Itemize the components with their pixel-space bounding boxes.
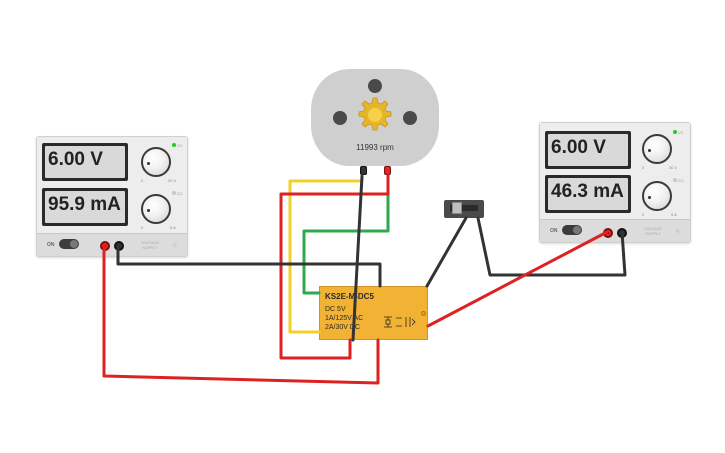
current-display: 46.3 mA: [545, 175, 631, 213]
current-readout: 46.3 mA: [551, 181, 624, 202]
voltage-knob-min-label: 0: [141, 178, 144, 183]
voltage-readout: 6.00 V: [48, 149, 103, 170]
brand-label: VOLTAGE SUPPLY: [643, 226, 663, 236]
positive-terminal[interactable]: [603, 228, 613, 238]
current-knob-max-label: 5 A: [170, 225, 176, 230]
slide-switch[interactable]: [444, 200, 484, 218]
bolt-icon: [172, 241, 178, 250]
power-supply-right[interactable]: 6.00 V 46.3 mA 0 30 V 0 5 A VC CC ON VOL…: [539, 122, 691, 243]
power-supply-left[interactable]: 6.00 V 95.9 mA 0 30 V 0 5 A VC CC ON VOL…: [36, 136, 188, 257]
power-toggle[interactable]: [562, 225, 582, 235]
psu-bottom-strip: ON VOLTAGE SUPPLY: [540, 220, 690, 242]
current-display: 95.9 mA: [42, 188, 128, 226]
motor-terminal-negative[interactable]: [360, 166, 367, 175]
wire-red-right-psu: [426, 230, 609, 328]
vc-led-label: VC: [177, 143, 183, 148]
wire-green: [302, 174, 390, 295]
voltage-readout: 6.00 V: [551, 137, 606, 158]
motor-screw-top: [368, 79, 382, 93]
wire-black-switch: [425, 216, 468, 288]
power-toggle[interactable]: [59, 239, 79, 249]
cc-led-label: CC: [177, 191, 183, 196]
vc-led-label: VC: [678, 130, 684, 135]
relay-schematic-icon: [384, 316, 416, 328]
cc-led-label: CC: [678, 178, 684, 183]
negative-terminal[interactable]: [114, 241, 124, 251]
current-readout: 95.9 mA: [48, 194, 121, 215]
relay-pin1-marker: [421, 311, 426, 316]
current-knob-min-label: 0: [642, 212, 645, 217]
slide-switch-lever[interactable]: [452, 202, 462, 214]
negative-terminal[interactable]: [617, 228, 627, 238]
relay-spec-dc: 2A/30V DC: [325, 324, 361, 331]
relay-part-number: KS2E-M-DC5: [325, 292, 374, 301]
relay-spec-coil: DC 5V: [325, 306, 346, 313]
dc-motor[interactable]: 11993 rpm: [311, 69, 439, 175]
relay-module[interactable]: KS2E-M-DC5 DC 5V 1A/125V AC 2A/30V DC: [319, 286, 428, 340]
motor-terminal-positive[interactable]: [384, 166, 391, 175]
current-knob[interactable]: [141, 194, 171, 224]
on-label: ON: [47, 242, 55, 248]
gear-icon: [358, 97, 392, 131]
voltage-knob[interactable]: [141, 147, 171, 177]
on-label: ON: [550, 228, 558, 234]
current-knob[interactable]: [642, 181, 672, 211]
current-knob-min-label: 0: [141, 225, 144, 230]
motor-screw-left: [333, 111, 347, 125]
bolt-icon: [675, 227, 681, 236]
motor-screw-right: [403, 111, 417, 125]
voltage-knob[interactable]: [642, 134, 672, 164]
cc-led: [673, 178, 677, 182]
voltage-display: 6.00 V: [42, 143, 128, 181]
positive-terminal[interactable]: [100, 241, 110, 251]
voltage-knob-max-label: 30 V: [669, 165, 678, 170]
psu-bottom-strip: ON VOLTAGE SUPPLY: [37, 234, 187, 256]
voltage-knob-min-label: 0: [642, 165, 645, 170]
brand-label: VOLTAGE SUPPLY: [140, 240, 160, 250]
motor-rpm-readout: 11993 rpm: [356, 143, 394, 152]
voltage-display: 6.00 V: [545, 131, 631, 169]
vc-led: [172, 143, 176, 147]
relay-spec-ac: 1A/125V AC: [325, 315, 364, 322]
cc-led: [172, 191, 176, 195]
vc-led: [673, 130, 677, 134]
current-knob-max-label: 5 A: [671, 212, 677, 217]
voltage-knob-max-label: 30 V: [168, 178, 177, 183]
